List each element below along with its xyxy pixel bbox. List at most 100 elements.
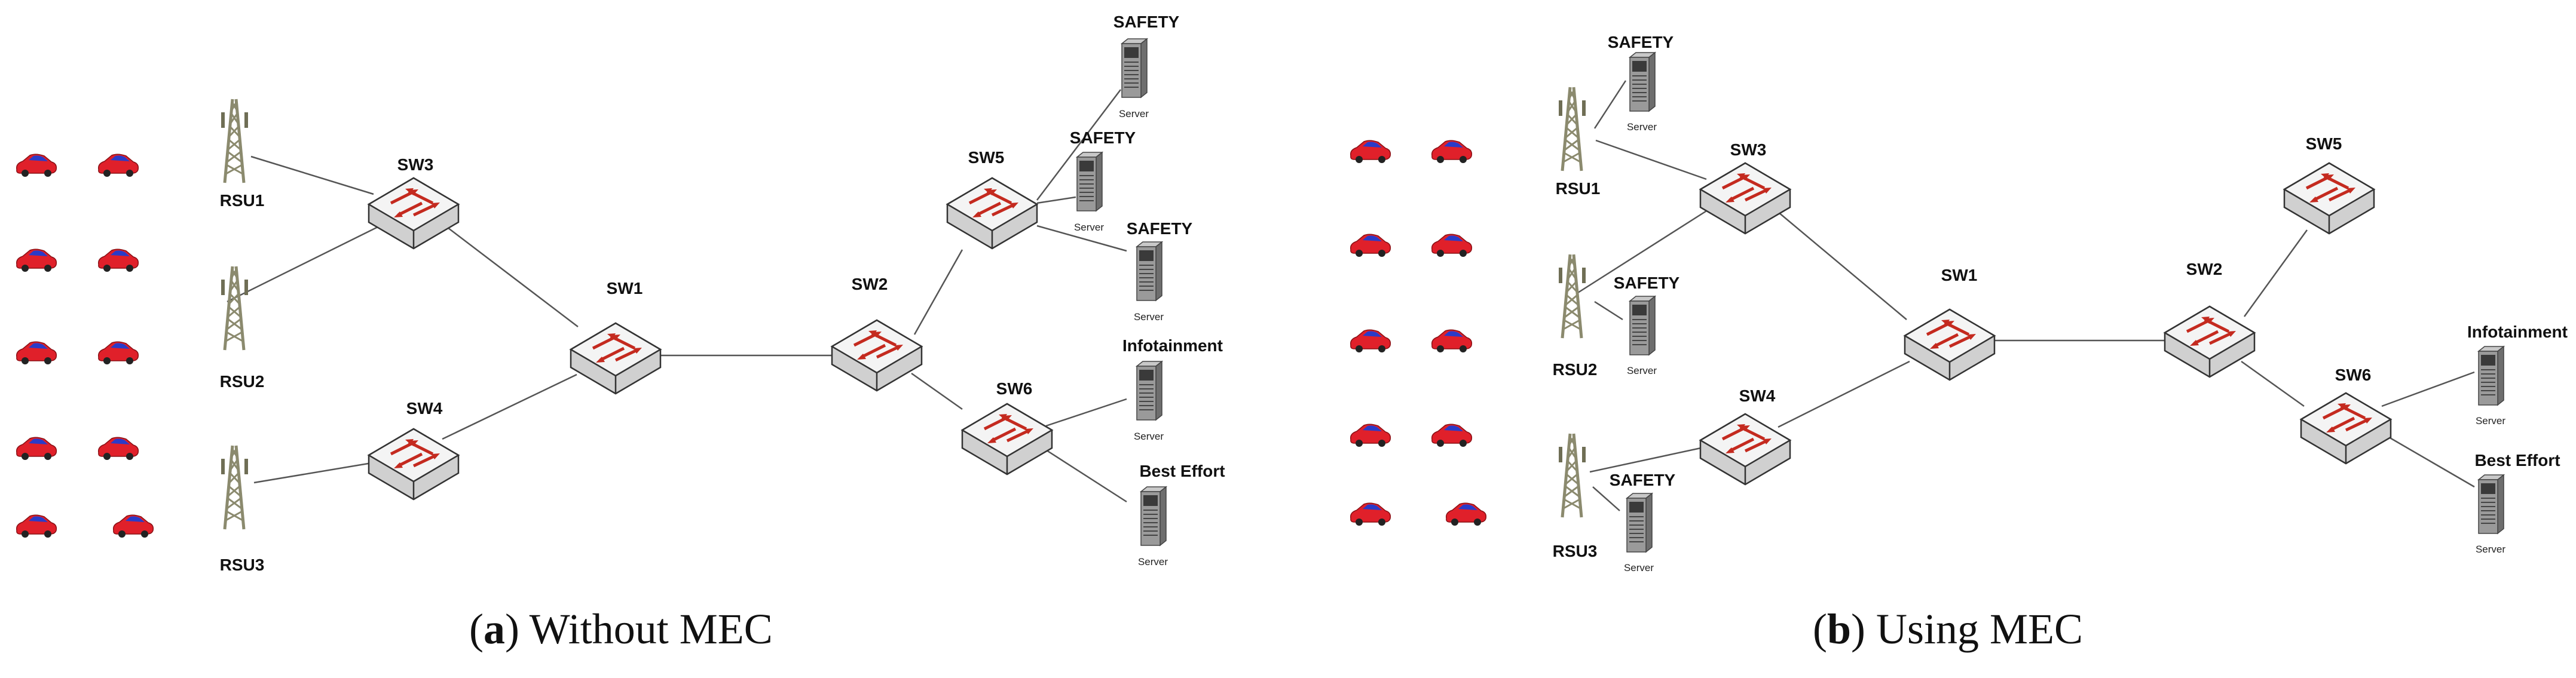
- vehicle-icon: [1350, 140, 1391, 164]
- links: [227, 89, 1127, 503]
- vehicle-icon: [16, 341, 57, 365]
- panel-b: RSU1 RSU2 RSU3 SW1 SW2 SW3 SW4 SW5 SW6 S…: [1350, 33, 2568, 573]
- server-icon: [1140, 486, 1167, 546]
- server-label: Server: [1119, 108, 1149, 119]
- rsu-label: RSU1: [1556, 179, 1601, 198]
- server-label: Server: [1134, 311, 1164, 323]
- server-icon: [1076, 152, 1103, 211]
- service-label: Best Effort: [1139, 462, 1225, 480]
- caption-letter: a: [483, 605, 505, 653]
- vehicle-icon: [97, 341, 139, 365]
- server-icon: [2478, 474, 2504, 534]
- switch-icon: [2284, 163, 2374, 234]
- rsu-label: RSU3: [220, 556, 265, 574]
- service-label: SAFETY: [1610, 471, 1676, 489]
- server-label: Server: [1074, 222, 1104, 233]
- switch-label: SW2: [2186, 260, 2223, 278]
- switch-icon: [832, 320, 922, 391]
- switch-icon: [2165, 306, 2254, 377]
- switch-label: SW3: [1730, 140, 1767, 159]
- vehicle-icon: [97, 249, 139, 272]
- vehicle-icon: [1350, 329, 1391, 353]
- switches: SW1 SW2 SW3 SW4 SW5 SW6: [369, 148, 1052, 499]
- server-label: Server: [1134, 431, 1164, 442]
- server-label: Server: [1138, 556, 1168, 567]
- rsu-towers: RSU1 RSU2 RSU3: [220, 99, 265, 574]
- switch-icon: [962, 404, 1052, 474]
- service-label: SAFETY: [1614, 274, 1680, 292]
- vehicles: [1350, 140, 1487, 526]
- vehicle-icon: [16, 154, 57, 177]
- vehicle-icon: [1431, 329, 1473, 353]
- switch-icon: [1905, 309, 1994, 380]
- switch-label: SW3: [397, 155, 434, 174]
- caption-text: Without MEC: [529, 605, 773, 653]
- vehicle-icon: [16, 249, 57, 272]
- server-icon: [1121, 38, 1148, 98]
- vehicle-icon: [1431, 424, 1473, 447]
- server-icon: [1629, 296, 1656, 355]
- vehicle-icon: [112, 514, 154, 538]
- switch-icon: [2301, 393, 2391, 464]
- server-label: Server: [1624, 562, 1654, 573]
- switch-icon: [1700, 163, 1790, 234]
- switch-label: SW6: [996, 379, 1033, 398]
- switch-label: SW1: [1941, 266, 1978, 284]
- rsu-tower-icon: [1559, 434, 1586, 517]
- servers: SAFETY SAFETY SAFETY Infotainment Best E…: [1608, 33, 2568, 573]
- server-icon: [1136, 361, 1162, 421]
- switches: SW1 SW2 SW3 SW4 SW5 SW6: [1700, 134, 2391, 484]
- rsu-tower-icon: [221, 266, 248, 350]
- vehicle-icon: [1350, 502, 1391, 526]
- vehicle-icon: [1350, 424, 1391, 447]
- server-icon: [2478, 346, 2504, 406]
- service-label: SAFETY: [1113, 13, 1180, 31]
- server-icon: [1136, 241, 1162, 301]
- vehicle-icon: [16, 514, 57, 538]
- server-icon: [1626, 493, 1653, 553]
- switch-label: SW2: [852, 275, 888, 293]
- caption-text: Using MEC: [1876, 605, 2084, 653]
- service-label: Best Effort: [2474, 451, 2560, 470]
- server-icon: [1629, 52, 1656, 112]
- switch-icon: [947, 178, 1037, 249]
- switch-icon: [369, 429, 458, 499]
- switch-label: SW1: [607, 279, 643, 297]
- switch-label: SW4: [1739, 386, 1776, 405]
- switch-label: SW5: [2306, 134, 2342, 153]
- caption-letter: b: [1827, 605, 1852, 653]
- service-label: SAFETY: [1608, 33, 1674, 51]
- switch-label: SW4: [406, 399, 443, 418]
- server-label: Server: [2476, 415, 2505, 427]
- rsu-tower-icon: [1559, 87, 1586, 171]
- panel-a: RSU1 RSU2 RSU3 SW1 SW2 SW3 SW4 SW5 SW6 S…: [16, 13, 1225, 574]
- vehicle-icon: [1445, 502, 1487, 526]
- rsu-label: RSU3: [1553, 542, 1598, 560]
- rsu-tower-icon: [221, 99, 248, 183]
- vehicle-icon: [97, 437, 139, 461]
- rsu-tower-icon: [1559, 254, 1586, 338]
- vehicle-icon: [1431, 140, 1473, 164]
- server-label: Server: [1627, 121, 1657, 133]
- caption-b: (b) Using MEC: [1813, 605, 2084, 653]
- switch-label: SW5: [968, 148, 1005, 167]
- rsu-label: RSU2: [1553, 360, 1598, 379]
- service-label: Infotainment: [1122, 336, 1223, 355]
- server-label: Server: [1627, 365, 1657, 376]
- switch-icon: [1700, 414, 1790, 484]
- rsu-label: RSU1: [220, 191, 265, 210]
- vehicle-icon: [1350, 234, 1391, 257]
- rsu-towers: RSU1 RSU2 RSU3: [1553, 87, 1601, 560]
- switch-icon: [571, 323, 660, 394]
- vehicle-icon: [16, 437, 57, 461]
- switch-label: SW6: [2335, 366, 2372, 384]
- switch-icon: [369, 178, 458, 249]
- vehicle-icon: [97, 154, 139, 177]
- service-label: SAFETY: [1127, 219, 1193, 238]
- rsu-tower-icon: [221, 446, 248, 529]
- servers: SAFETY SAFETY SAFETY Infotainment Best E…: [1070, 13, 1225, 567]
- rsu-label: RSU2: [220, 372, 265, 391]
- vehicle-icon: [1431, 234, 1473, 257]
- links: [1577, 80, 2475, 511]
